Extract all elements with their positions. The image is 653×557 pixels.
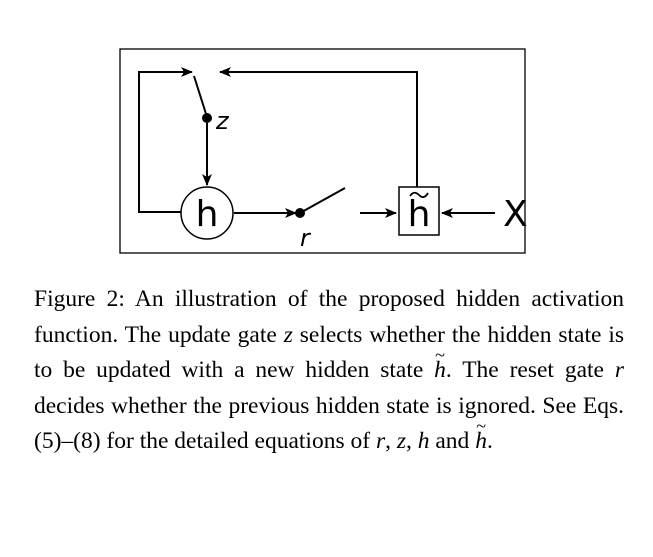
- z-switch-lever: [193, 75, 208, 118]
- caption-text-6: .: [486, 428, 493, 454]
- caption-text-2: selects whether the hidden state is to b…: [34, 321, 624, 384]
- caption-var-h: h: [417, 428, 430, 454]
- caption-var-r: r: [375, 428, 386, 454]
- caption-separator: ,: [385, 428, 397, 454]
- loop-top-line: [219, 67, 418, 187]
- caption-var-z: z: [396, 428, 406, 454]
- loop-left-line: [138, 67, 193, 213]
- caption-var-htilde: h: [434, 338, 446, 389]
- node-h-label: h: [196, 194, 219, 235]
- node-htilde-label: h: [408, 194, 431, 235]
- gate-z-label: z: [215, 107, 230, 135]
- figure-caption: Figure 2: An illustration of the propose…: [34, 282, 624, 460]
- z-switch-pivot: [202, 113, 212, 123]
- diagram-frame: [119, 48, 526, 254]
- node-htilde-tilde: [409, 191, 429, 198]
- r-switch-lever: [299, 187, 346, 214]
- caption-var-z: z: [283, 321, 293, 348]
- node-h: [180, 186, 234, 240]
- caption-var-htilde: h: [475, 409, 487, 460]
- caption-text-1: Figure 2: An illustration of the propose…: [34, 286, 624, 348]
- input-x-label: X: [503, 194, 528, 235]
- gate-r-label: r: [300, 224, 312, 252]
- caption-text-3: . The reset gate: [445, 357, 615, 383]
- caption-var-r: r: [614, 357, 624, 383]
- caption-text-4: decides whether the previous hidden stat…: [34, 392, 624, 455]
- caption-text-5: and: [429, 428, 476, 454]
- caption-separator: ,: [406, 428, 418, 454]
